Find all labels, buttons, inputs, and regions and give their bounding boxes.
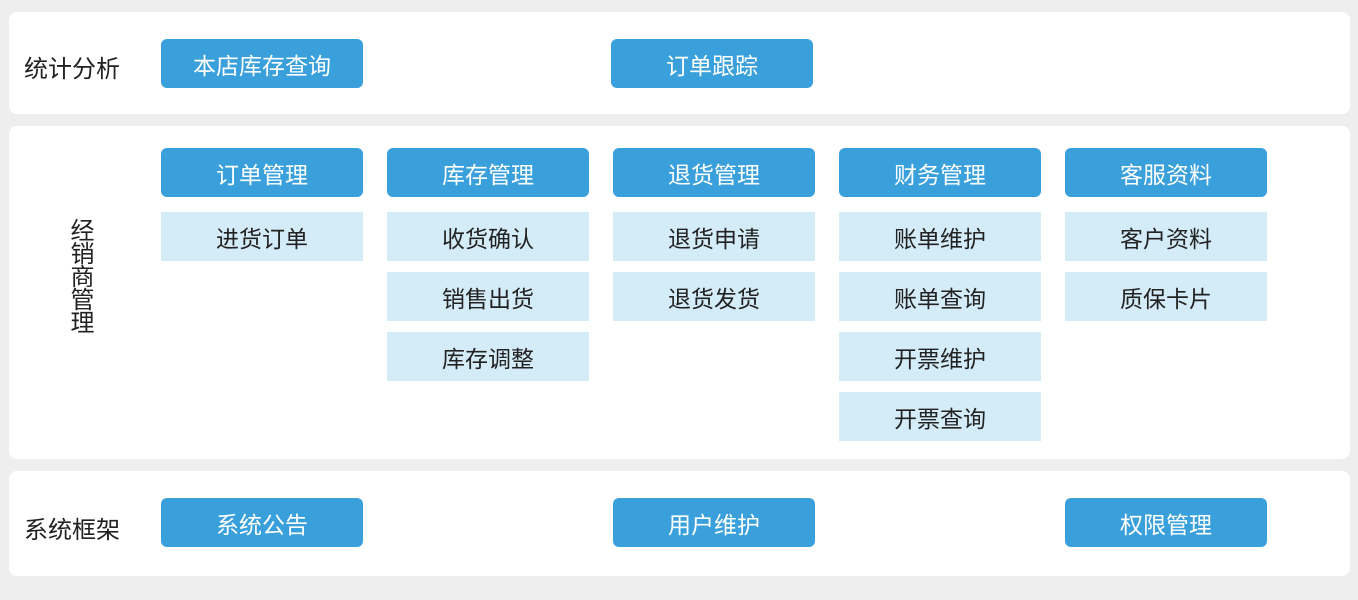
returns-management-header[interactable]: 退货管理 (613, 148, 815, 197)
return-request-item[interactable]: 退货申请 (613, 212, 815, 261)
permission-management-button[interactable]: 权限管理 (1065, 498, 1267, 547)
finance-management-header[interactable]: 财务管理 (839, 148, 1041, 197)
bill-maintain-item[interactable]: 账单维护 (839, 212, 1041, 261)
stats-panel-title: 统计分析 (24, 55, 120, 83)
customer-service-header[interactable]: 客服资料 (1065, 148, 1267, 197)
store-inventory-query-button[interactable]: 本店库存查询 (161, 39, 363, 88)
invoice-maintain-item[interactable]: 开票维护 (839, 332, 1041, 381)
system-panel: 系统框架 系统公告 用户维护 权限管理 (9, 471, 1350, 576)
system-panel-title: 系统框架 (24, 516, 120, 544)
receipt-confirm-item[interactable]: 收货确认 (387, 212, 589, 261)
stats-panel: 统计分析 本店库存查询 订单跟踪 (9, 12, 1350, 114)
return-shipment-item[interactable]: 退货发货 (613, 272, 815, 321)
system-announcement-button[interactable]: 系统公告 (161, 498, 363, 547)
purchase-order-item[interactable]: 进货订单 (161, 212, 363, 261)
invoice-query-item[interactable]: 开票查询 (839, 392, 1041, 441)
sales-shipment-item[interactable]: 销售出货 (387, 272, 589, 321)
dealer-panel: 经销商管理 订单管理 进货订单 库存管理 收货确认 销售出货 库存调整 退货管理… (9, 126, 1350, 459)
customer-info-item[interactable]: 客户资料 (1065, 212, 1267, 261)
bill-query-item[interactable]: 账单查询 (839, 272, 1041, 321)
inventory-adjust-item[interactable]: 库存调整 (387, 332, 589, 381)
inventory-management-header[interactable]: 库存管理 (387, 148, 589, 197)
warranty-card-item[interactable]: 质保卡片 (1065, 272, 1267, 321)
order-tracking-button[interactable]: 订单跟踪 (611, 39, 813, 88)
user-maintenance-button[interactable]: 用户维护 (613, 498, 815, 547)
dealer-panel-title: 经销商管理 (66, 218, 94, 333)
order-management-header[interactable]: 订单管理 (161, 148, 363, 197)
